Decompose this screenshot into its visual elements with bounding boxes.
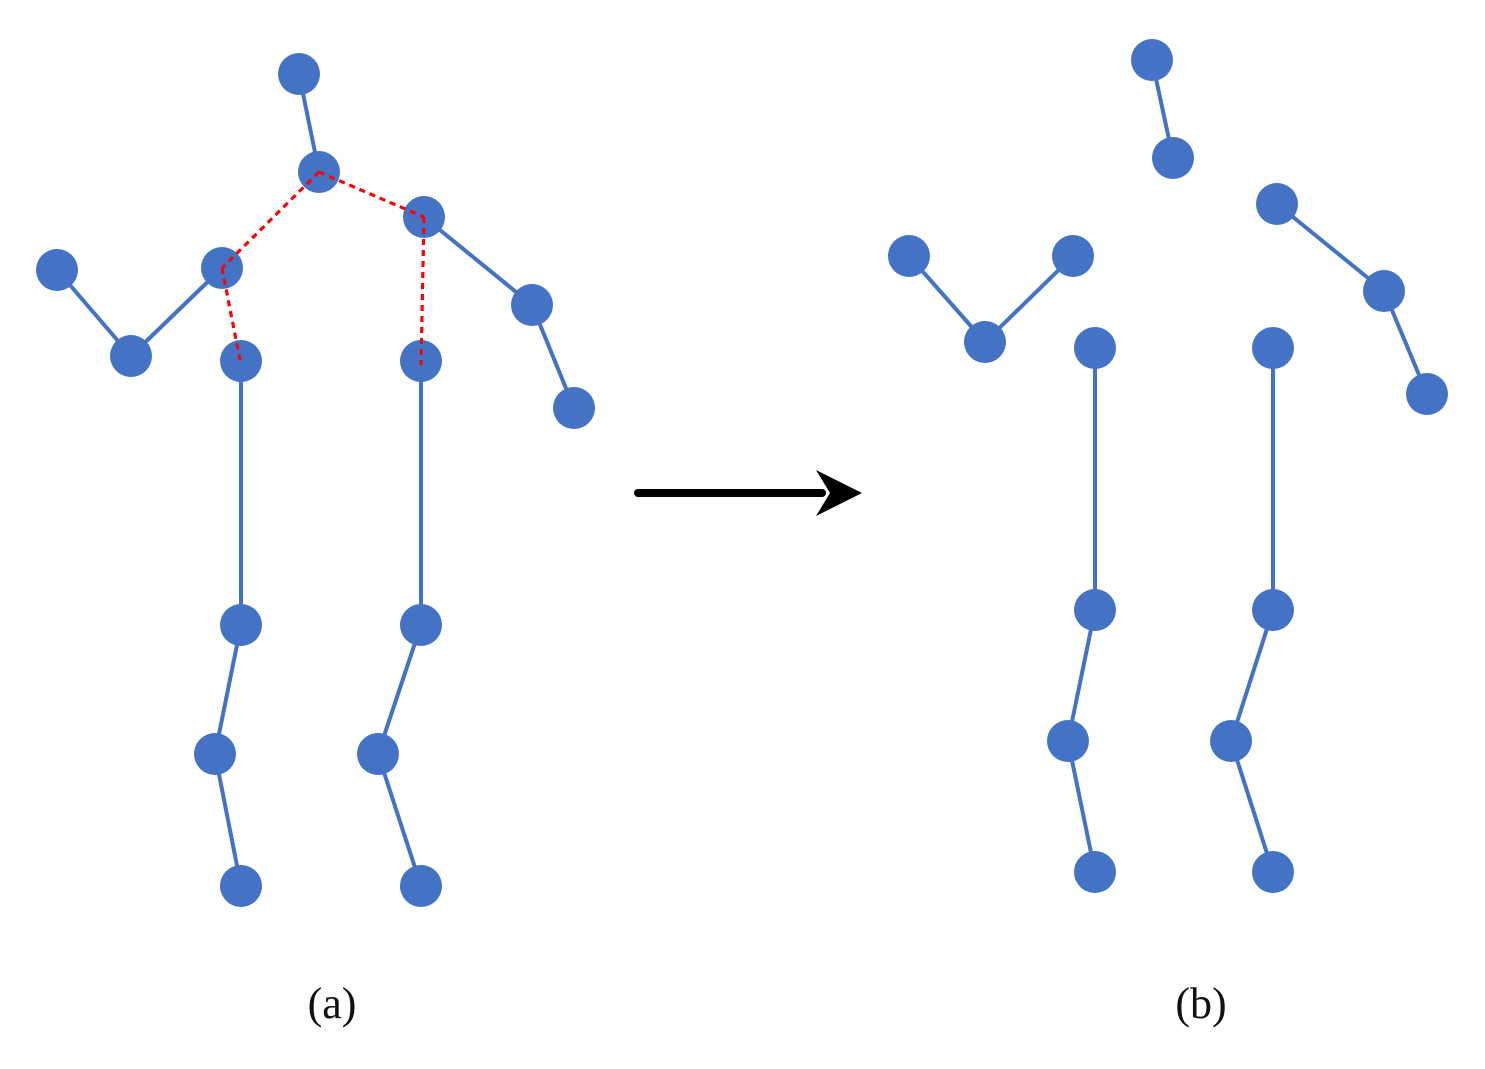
right-leg-part-joint [1074,851,1116,893]
joint-rFoot [220,865,262,907]
joint-rHip [220,340,262,382]
right-leg-part-bone [1066,740,1097,873]
joint-lFoot [400,865,442,907]
caption-b: (b) [1175,979,1227,1028]
removed-edge-connector-overlay [220,170,321,270]
head-part [1131,39,1194,179]
removed-edge-connector-overlay [220,267,243,366]
bone-lShoulder-lElbow [422,215,534,307]
removed-edge-connector-overlay [419,216,426,366]
joint-lKnee [400,604,442,646]
right-leg-part [1047,327,1116,893]
joint-rElbow [110,335,152,377]
bone-rAnkle-rFoot [213,753,243,887]
right-leg-part-joint [1074,327,1116,369]
right-arm-part-joint [888,235,930,277]
left-leg-part-joint [1252,851,1294,893]
transition-arrow [634,470,862,516]
left-leg-part-joint [1252,589,1294,631]
joint-rAnkle [194,733,236,775]
left-arm-part-joint [1256,183,1298,225]
bone-rKnee-rAnkle [213,624,243,755]
right-arm-part-joint [1052,235,1094,277]
left-leg-part [1210,327,1294,893]
arrow-head [816,470,862,516]
right-arm-part-joint [964,321,1006,363]
panel-a-full-skeleton [36,53,595,907]
left-leg-part-joint [1252,327,1294,369]
right-leg-part-joint [1047,720,1089,762]
right-leg-part-joint [1074,589,1116,631]
panel-b-body-part-skeleton [888,39,1448,893]
caption-a: (a) [307,979,357,1028]
joint-rHand [36,249,78,291]
joint-head [278,53,320,95]
left-leg-part-bone [1229,609,1275,742]
head-part-joint [1131,39,1173,81]
bone-lAnkle-lFoot [376,753,423,887]
bone-lKnee-lAnkle [376,624,423,755]
right-leg-part-bone [1066,609,1097,742]
right-arm-part [888,235,1094,363]
head-part-joint [1152,137,1194,179]
bone-rShoulder-rElbow [129,266,224,358]
left-leg-part-bone [1229,740,1275,873]
joint-rKnee [220,604,262,646]
removed-edge-connector-overlay [318,170,425,219]
left-arm-part-joint [1363,270,1405,312]
left-arm-part [1256,183,1448,415]
joint-lElbow [511,284,553,326]
joint-lAnkle [357,733,399,775]
left-arm-part-bone [1275,202,1386,293]
left-arm-part-joint [1406,373,1448,415]
joint-lHand [553,387,595,429]
left-leg-part-joint [1210,720,1252,762]
